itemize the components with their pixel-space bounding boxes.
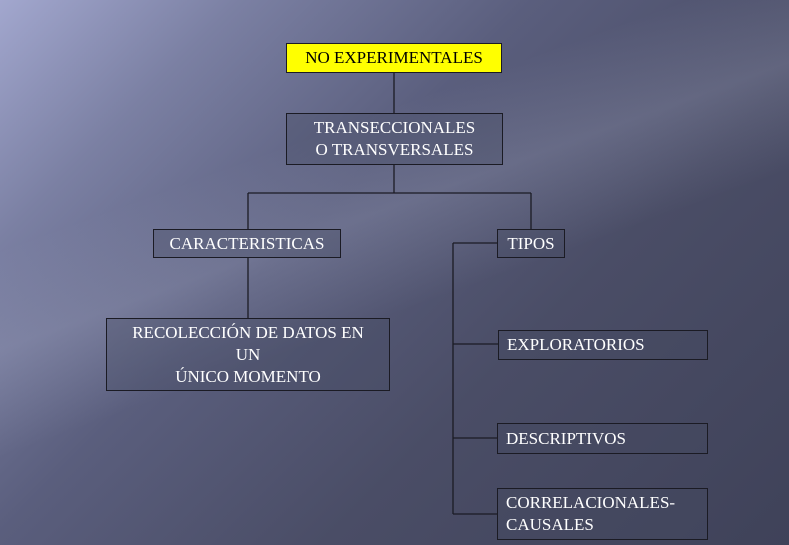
node-caracteristicas: CARACTERISTICAS: [153, 229, 341, 258]
node-transeccionales: TRANSECCIONALES O TRANSVERSALES: [286, 113, 503, 165]
node-descriptivos: DESCRIPTIVOS: [497, 423, 708, 454]
node-recoleccion: RECOLECCIÓN DE DATOS EN UN ÚNICO MOMENTO: [106, 318, 390, 391]
node-tipos: TIPOS: [497, 229, 565, 258]
node-no-experimentales: NO EXPERIMENTALES: [286, 43, 502, 73]
node-exploratorios: EXPLORATORIOS: [498, 330, 708, 360]
node-correlacionales: CORRELACIONALES- CAUSALES: [497, 488, 708, 540]
